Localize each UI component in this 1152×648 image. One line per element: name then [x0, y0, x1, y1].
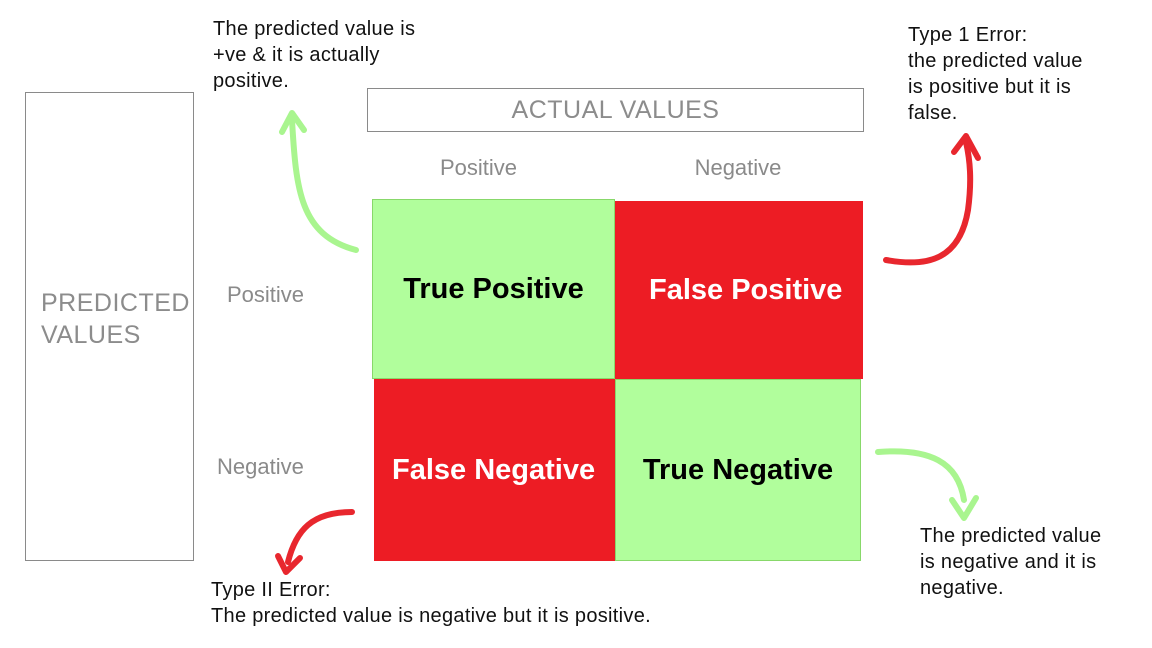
arrow-down-green-icon — [875, 448, 979, 521]
note-line: the predicted value — [908, 50, 1083, 72]
column-label-negative: Negative — [694, 155, 782, 180]
predicted-values-box — [25, 92, 194, 561]
row-label-positive: Positive — [227, 282, 305, 307]
cell-false-negative: False Negative — [374, 379, 615, 561]
note-line: positive. — [213, 70, 290, 92]
note-line: The predicted value is — [213, 18, 416, 40]
note-line: The predicted value — [920, 525, 1102, 547]
predicted-title-line2: VALUES — [41, 321, 141, 349]
column-label-positive: Positive — [439, 155, 518, 180]
note-true-negative: The predicted value is negative and it i… — [920, 523, 1140, 601]
note-line: negative. — [920, 577, 1004, 599]
note-line: The predicted value is negative but it i… — [211, 605, 651, 627]
actual-values-title: ACTUAL VALUES — [511, 95, 720, 124]
actual-values-box — [367, 88, 864, 132]
note-line: is negative and it is — [920, 551, 1097, 573]
arrow-down-red-icon — [275, 509, 355, 575]
note-line: Type 1 Error: — [908, 24, 1028, 46]
cell-true-negative: True Negative — [615, 379, 861, 561]
note-line: +ve & it is actually — [213, 44, 380, 66]
predicted-values-title: PREDICTED VALUES — [41, 287, 191, 351]
cell-false-positive: False Positive — [615, 201, 863, 379]
row-label-negative: Negative — [217, 454, 304, 479]
note-line: is positive but it is — [908, 76, 1072, 98]
note-type2-error: Type II Error: The predicted value is ne… — [211, 577, 731, 629]
note-type1-error: Type 1 Error: the predicted value is pos… — [908, 22, 1128, 126]
note-line: Type II Error: — [211, 579, 331, 601]
predicted-title-line1: PREDICTED — [41, 289, 190, 317]
note-true-positive: The predicted value is +ve & it is actua… — [213, 16, 453, 94]
arrow-up-red-icon — [883, 133, 981, 266]
cell-true-positive: True Positive — [372, 199, 615, 379]
note-line: false. — [908, 102, 958, 124]
arrow-up-green-icon — [279, 110, 359, 253]
